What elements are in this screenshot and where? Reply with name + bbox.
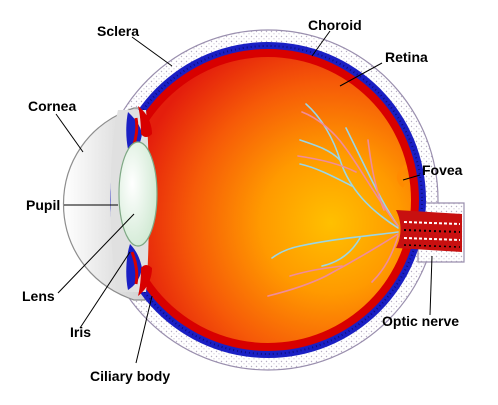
vitreous-body: [125, 57, 411, 343]
label-cornea: Cornea: [28, 98, 77, 114]
lens: [118, 141, 158, 247]
label-fovea: Fovea: [422, 162, 463, 178]
label-lens: Lens: [22, 288, 55, 304]
label-optic-nerve: Optic nerve: [382, 313, 460, 329]
label-iris: Iris: [70, 324, 92, 340]
label-choroid: Choroid: [308, 17, 362, 33]
retinal-vessels: [267, 103, 399, 297]
leader-lines: [55, 30, 433, 364]
optic-nerve: [396, 210, 462, 252]
label-pupil: Pupil: [26, 197, 61, 213]
label-sclera: Sclera: [97, 23, 140, 39]
fovea: [397, 164, 408, 188]
label-ciliary-body: Ciliary body: [90, 368, 171, 384]
label-retina: Retina: [385, 49, 428, 65]
